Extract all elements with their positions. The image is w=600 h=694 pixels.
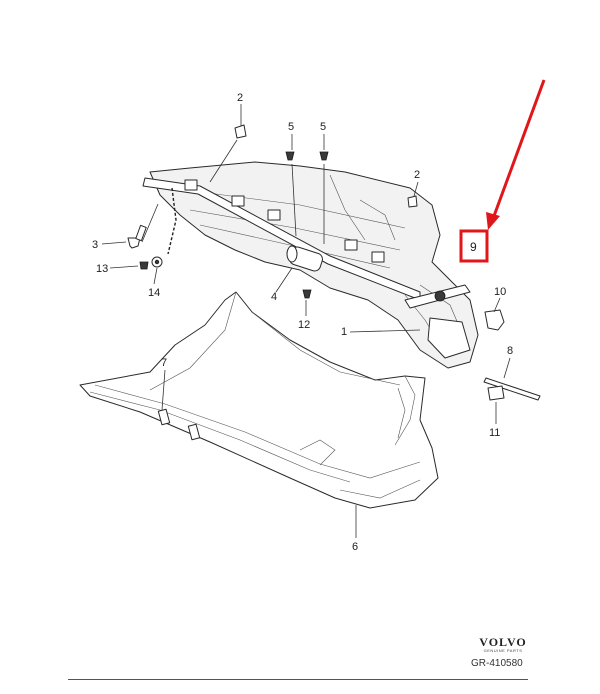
highlight-arrow [492, 79, 546, 217]
callout-6: 6 [352, 541, 358, 553]
screw-13 [139, 261, 149, 270]
callout-11: 11 [489, 427, 500, 439]
glovebox-housing [142, 161, 479, 369]
callout-12: 12 [298, 319, 310, 331]
volvo-logo: VOLVO GENUINE PARTS [468, 636, 538, 654]
screw-5-left [285, 151, 295, 161]
callout-7: 7 [161, 357, 167, 369]
callout-9: 9 [470, 240, 477, 254]
brand-sub: GENUINE PARTS [483, 648, 523, 653]
bottom-rule [68, 679, 528, 680]
callout-5-right: 5 [320, 121, 326, 133]
clip-2-right [407, 195, 418, 208]
callout-14: 14 [148, 287, 160, 299]
leader-lines [101, 104, 511, 538]
callout-2-top: 2 [237, 92, 243, 104]
highlight-annotation: 9 [459, 79, 546, 263]
screw-12 [302, 289, 312, 299]
callout-2-right: 2 [414, 169, 420, 181]
callout-13: 13 [96, 263, 108, 275]
clip-10 [484, 309, 505, 331]
highlight-arrow-head [486, 212, 500, 230]
brand-name: VOLVO [479, 635, 527, 649]
callout-1: 1 [341, 326, 347, 338]
rod-8 [483, 377, 541, 401]
callout-4: 4 [271, 291, 277, 303]
callout-10: 10 [494, 286, 506, 298]
clip-11 [487, 385, 505, 401]
small-parts [127, 124, 541, 401]
callout-labels: 2 5 5 2 3 13 14 4 12 1 7 6 10 8 11 [92, 92, 513, 553]
glovebox-lid [79, 291, 439, 509]
callout-5-left: 5 [288, 121, 294, 133]
clip-2-left [234, 124, 247, 139]
highlight-box [459, 229, 489, 263]
callout-8: 8 [507, 345, 513, 357]
screw-5-right [319, 151, 329, 161]
callout-3: 3 [92, 239, 98, 251]
diagram-reference: GR-410580 [471, 658, 523, 669]
